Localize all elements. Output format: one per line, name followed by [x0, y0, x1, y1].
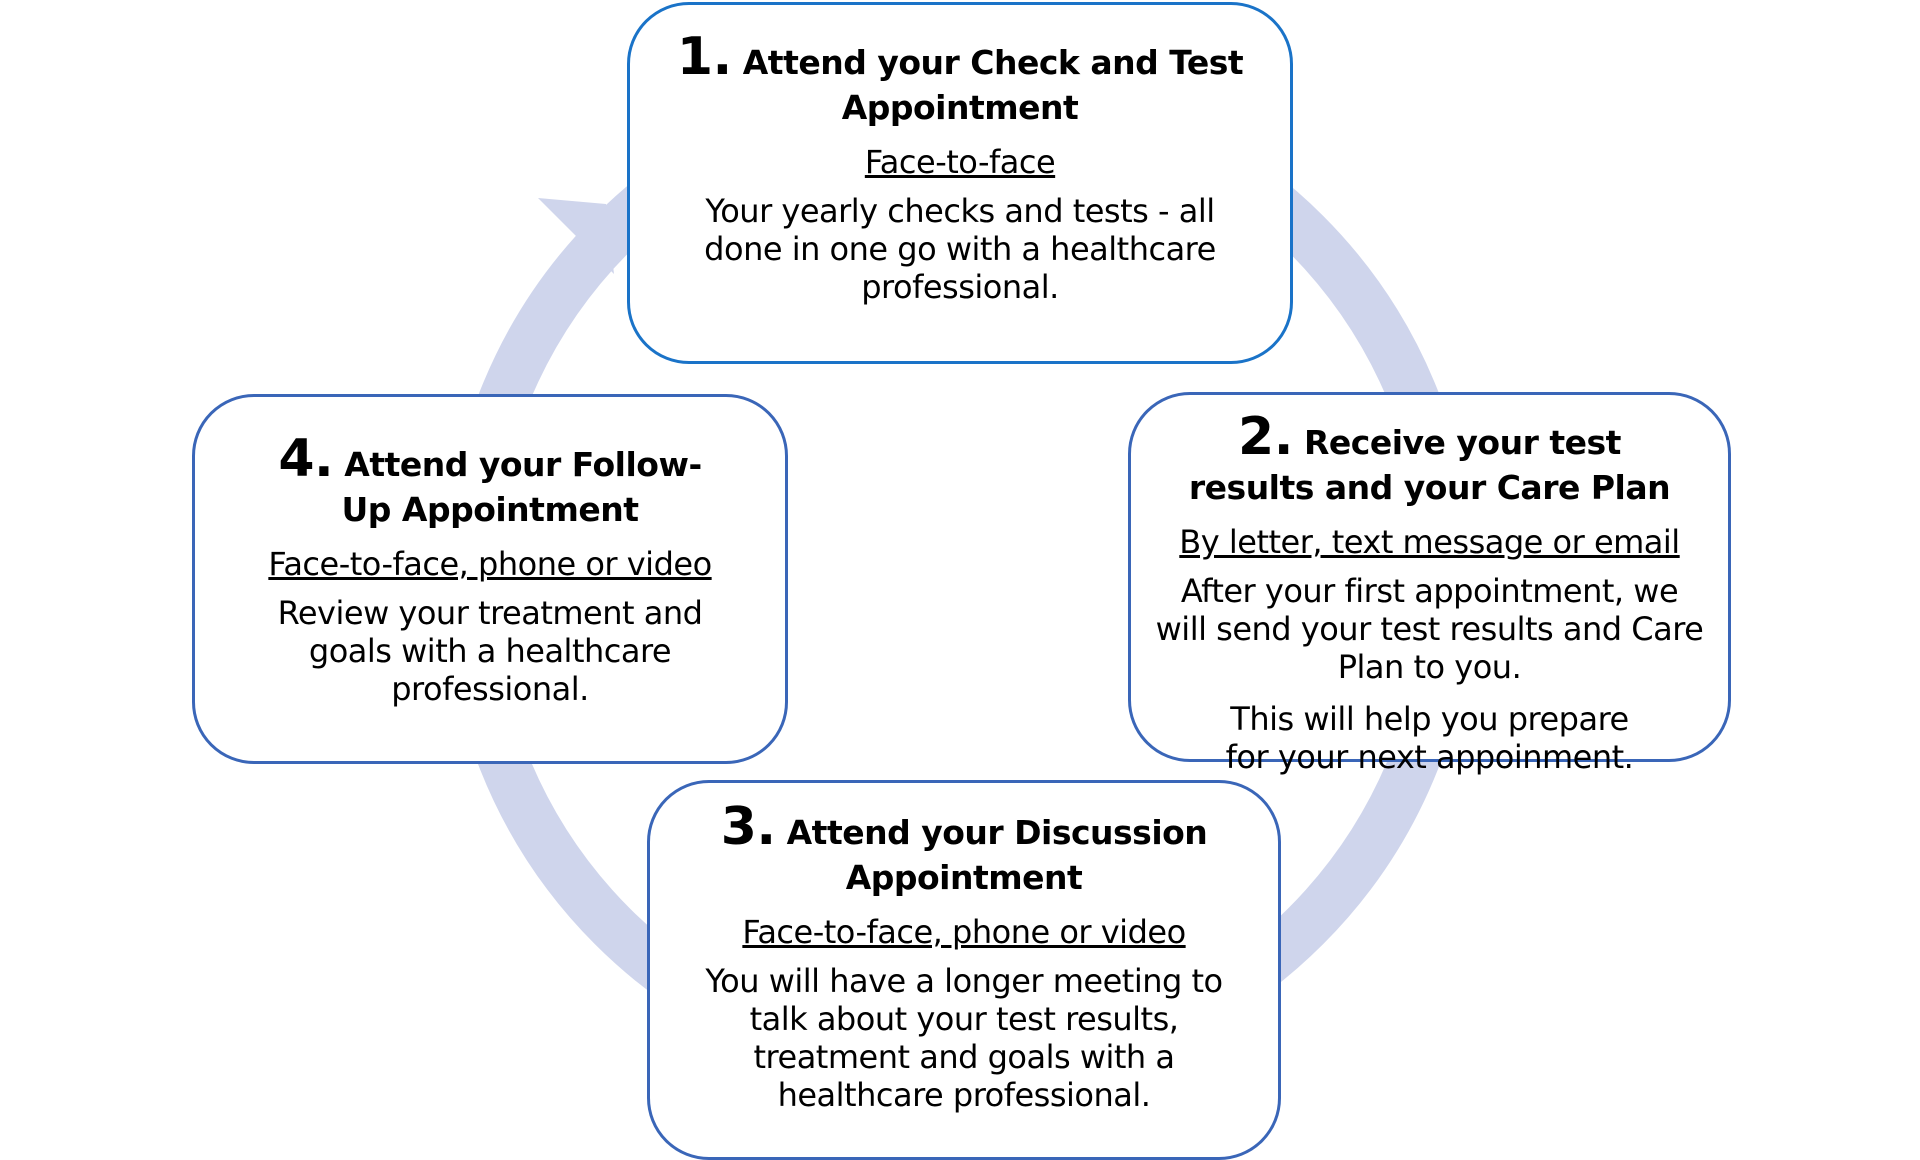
step-3-card: 3. Attend your Discussion Appointment Fa…: [647, 780, 1281, 1160]
step-description: Review your treatment and goals with a h…: [277, 594, 703, 708]
step-1-card: 1. Attend your Check and Test Appointmen…: [627, 2, 1293, 364]
step-number: 3.: [720, 797, 776, 857]
arrow-head-icon: [538, 198, 614, 274]
step-number: 2.: [1238, 407, 1293, 467]
step-description: You will have a longer meeting to talk a…: [705, 962, 1223, 1114]
step-number: 1.: [676, 27, 732, 87]
step-description: This will help you prepare for your next…: [1225, 700, 1634, 776]
step-title: 1. Attend your Check and Test Appointmen…: [654, 31, 1266, 130]
step-description: Your yearly checks and tests - all done …: [704, 192, 1216, 306]
step-title-text: Receive your test results and your Care …: [1188, 423, 1671, 507]
step-title: 4. Attend your Follow-Up Appointment: [219, 433, 761, 532]
step-title: 2. Receive your test results and your Ca…: [1155, 411, 1704, 510]
step-title-text: Attend your Discussion Appointment: [786, 813, 1208, 897]
step-title: 3. Attend your Discussion Appointment: [674, 801, 1254, 900]
step-mode: Face-to-face, phone or video: [268, 545, 712, 583]
step-description: After your first appointment, we will se…: [1155, 572, 1704, 686]
step-2-card: 2. Receive your test results and your Ca…: [1128, 392, 1731, 776]
step-number: 4.: [278, 429, 334, 489]
step-4-card: 4. Attend your Follow-Up Appointment Fac…: [192, 394, 788, 764]
step-mode: By letter, text message or email: [1179, 523, 1680, 561]
step-title-text: Attend your Check and Test Appointment: [742, 43, 1244, 127]
step-mode: Face-to-face, phone or video: [742, 913, 1186, 951]
step-mode: Face-to-face: [864, 143, 1056, 181]
step-title-text: Attend your Follow-Up Appointment: [341, 445, 703, 529]
